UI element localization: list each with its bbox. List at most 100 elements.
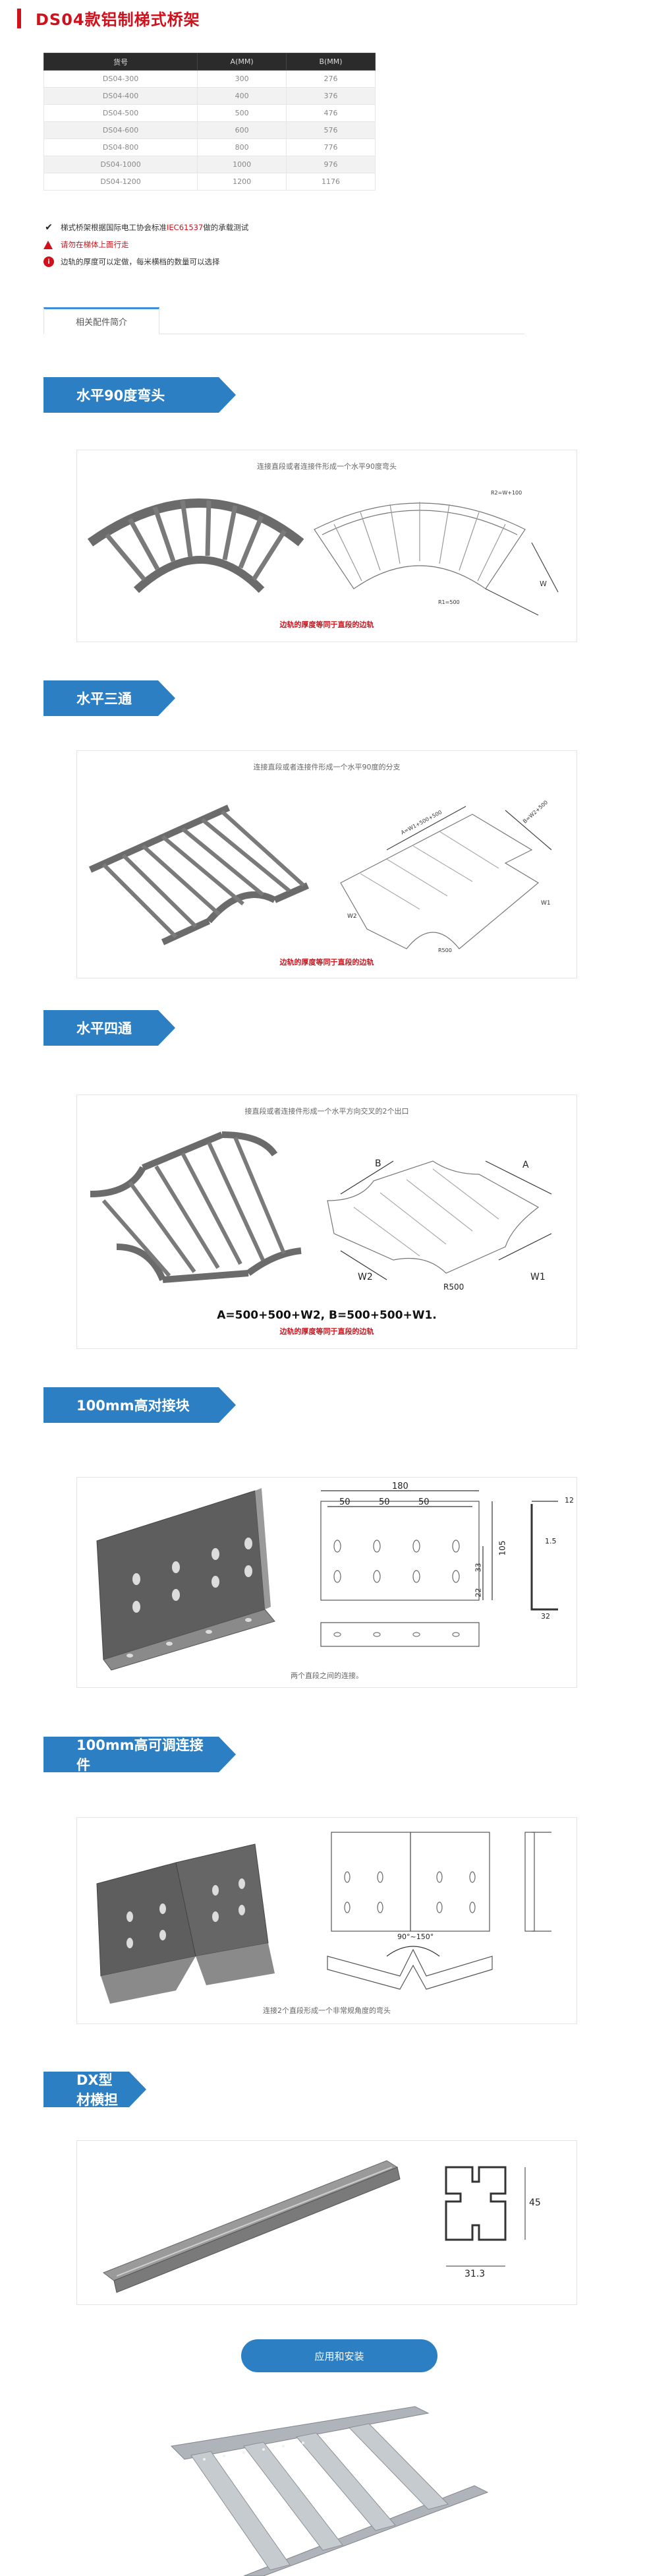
warning-icon	[43, 240, 53, 249]
dimension-label: 50	[418, 1497, 430, 1507]
table-cell: 400	[197, 87, 287, 105]
dimension-label: 31.3	[464, 2269, 486, 2279]
dimension-label: 12	[565, 1496, 574, 1505]
table-row: DS04-1000 1000 976	[43, 156, 376, 173]
dimension-label: 1.5	[545, 1537, 557, 1545]
frame-red-note: 边轨的厚度等同于直段的边轨	[279, 620, 374, 629]
section-heading-butt-block: 100mm高对接块	[43, 1387, 236, 1423]
cross-formula: A=500+500+W2, B=500+500+W1.	[217, 1309, 437, 1322]
note-text: 请勿在梯体上面行走	[61, 240, 129, 249]
dimension-label: 90°~150°	[397, 1932, 434, 1941]
frame-red-note: 边轨的厚度等同于直段的边轨	[279, 958, 374, 967]
frame-caption: 连接直段或者连接件形成一个水平90度的分支	[253, 763, 401, 771]
section-heading-horizontal-tee: 水平三通	[43, 680, 175, 716]
section-heading-horizontal-90-elbow: 水平90度弯头	[43, 377, 236, 413]
column-header: A(MM)	[197, 53, 287, 71]
table-cell: 1000	[197, 156, 287, 173]
arrow-right-icon	[219, 377, 236, 413]
table-cell: 276	[286, 70, 376, 88]
frame-red-note: 边轨的厚度等同于直段的边轨	[279, 1327, 374, 1336]
frame-caption: 接直段或者连接件形成一个水平方向交叉的2个出口	[244, 1107, 409, 1116]
table-cell: DS04-300	[43, 70, 198, 88]
section-heading-label: 水平90度弯头	[43, 377, 219, 413]
adjustable-connector-3d-image	[96, 1843, 275, 2004]
table-cell: 600	[197, 121, 287, 139]
section-heading-label: 水平四通	[43, 1010, 158, 1046]
column-header: 货号	[43, 53, 198, 71]
section-heading-label: 100mm高对接块	[43, 1387, 219, 1423]
tee-drawing	[340, 806, 552, 949]
check-icon: ✔	[45, 222, 53, 233]
dimension-label: 45	[529, 2198, 541, 2208]
dimension-label: R1=500	[438, 599, 460, 605]
section-heading-label: 水平三通	[43, 680, 158, 716]
table-row: DS04-300 300 276	[43, 70, 376, 88]
table-cell: 1176	[286, 173, 376, 191]
dimension-label: 50	[379, 1497, 390, 1507]
arrow-right-icon	[219, 1387, 236, 1423]
dimension-label: W1	[530, 1272, 546, 1282]
product-photo-bottom	[165, 2400, 494, 2576]
product-frame-elbow: 连接直段或者连接件形成一个水平90度弯头	[76, 450, 577, 642]
dimension-label: R500	[438, 947, 452, 953]
elbow-illustration	[87, 498, 559, 616]
dimension-label: 32	[541, 1612, 550, 1621]
cable-tray-photo	[165, 2400, 494, 2576]
table-cell: DS04-1200	[43, 173, 198, 191]
table-row: DS04-500 500 476	[43, 104, 376, 122]
spec-table: 货号 A(MM) B(MM) DS04-300 300 276 DS04-400…	[43, 53, 376, 191]
dx-profile-illustration	[102, 2160, 526, 2293]
info-icon: i	[43, 256, 54, 267]
arrow-right-icon	[158, 680, 175, 716]
product-frame-cross: 接直段或者连接件形成一个水平方向交叉的2个出口	[76, 1094, 577, 1349]
elbow-drawing	[314, 502, 559, 616]
product-frame-tee: 连接直段或者连接件形成一个水平90度的分支	[76, 750, 577, 978]
dimension-label: 22	[474, 1588, 483, 1598]
note-highlight: IEC61537	[167, 223, 204, 232]
table-row: DS04-400 400 376	[43, 87, 376, 105]
table-cell: 500	[197, 104, 287, 122]
table-cell: 376	[286, 87, 376, 105]
dx-profile-3d-image	[102, 2160, 401, 2293]
frame-caption: 两个直段之间的连接。	[291, 1671, 363, 1680]
table-cell: 800	[197, 138, 287, 156]
cross-illustration	[90, 1131, 552, 1283]
note-no-walking: 请勿在梯体上面行走	[43, 236, 248, 253]
butt-block-illustration	[96, 1488, 558, 1671]
dimension-label: R500	[443, 1282, 464, 1292]
page-title: DS04款铝制梯式桥架	[36, 11, 200, 29]
dimension-label: B	[375, 1158, 381, 1169]
dimension-label: R2=W+100	[491, 490, 522, 496]
table-header-row: 货号 A(MM) B(MM)	[43, 53, 376, 71]
product-frame-adjustable-connector: 90°~150° 连接2个直段形成一个非常规角度的弯头	[76, 1817, 577, 2024]
section-heading-label: 100mm高可调连接件	[43, 1737, 219, 1773]
note-customization: i 边轨的厚度可以定做，每米横档的数量可以选择	[43, 253, 248, 270]
dx-profile-section-drawing	[445, 2166, 507, 2241]
column-header: B(MM)	[286, 53, 376, 71]
tab-accessories[interactable]: 相关配件简介	[43, 307, 159, 334]
frame-caption: 连接直段或者连接件形成一个水平90度弯头	[257, 462, 397, 471]
title-accent-bar	[17, 8, 21, 28]
cross-drawing	[327, 1160, 552, 1280]
dimension-label: W2	[347, 913, 357, 920]
table-cell: DS04-400	[43, 87, 198, 105]
frame-caption: 连接2个直段形成一个非常规角度的弯头	[263, 2006, 391, 2015]
tee-illustration	[88, 804, 552, 949]
note-text: 做的承载测试	[203, 223, 249, 232]
application-installation-button[interactable]: 应用和安装	[241, 2339, 437, 2372]
note-text: 边轨的厚度可以定做，每米横档的数量可以选择	[61, 257, 220, 266]
page-title-row: DS04款铝制梯式桥架	[17, 7, 200, 30]
table-cell: 776	[286, 138, 376, 156]
table-row: DS04-800 800 776	[43, 138, 376, 156]
table-cell: 976	[286, 156, 376, 173]
table-cell: 300	[197, 70, 287, 88]
product-frame-butt-block: 180 50 50 50 105 33 22 12 1.5 32 两个直段之间的…	[76, 1477, 577, 1688]
section-heading-adjustable-connector: 100mm高可调连接件	[43, 1737, 236, 1773]
table-cell: 476	[286, 104, 376, 122]
tee-3d-image	[88, 804, 310, 945]
dimension-label: 105	[497, 1540, 507, 1556]
dimension-label: W1	[541, 900, 551, 907]
arrow-right-icon	[158, 1010, 175, 1046]
